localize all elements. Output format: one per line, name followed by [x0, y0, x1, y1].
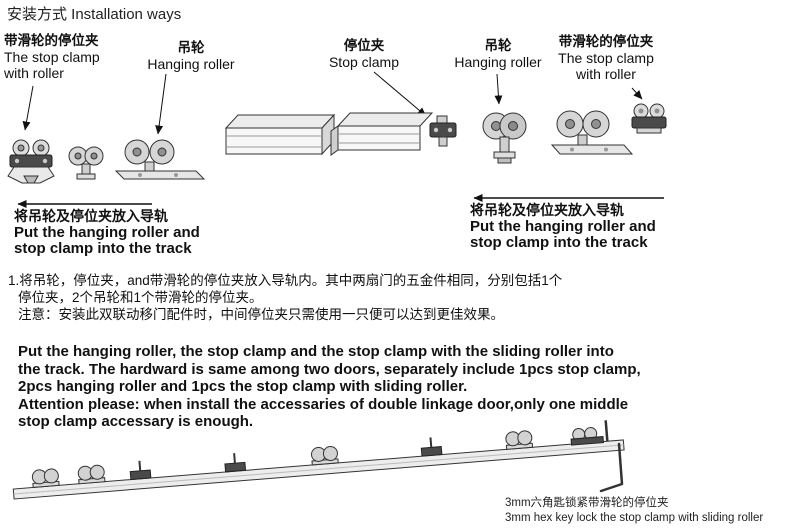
- instruction-left: 将吊轮及停位夹放入导轨 Put the hanging roller and s…: [14, 208, 200, 257]
- track-piece-right-icon: [330, 112, 434, 156]
- hanging-roller-plate-right-icon: [550, 110, 634, 155]
- instruction-right: 将吊轮及停位夹放入导轨 Put the hanging roller and s…: [470, 202, 656, 251]
- stop-clamp-with-roller-right-icon: [631, 103, 667, 134]
- callout-stop-clamp-with-roller-left: 带滑轮的停位夹 The stop clamp with roller: [4, 33, 100, 81]
- english-paragraph: Put the hanging roller, the stop clamp a…: [18, 343, 641, 431]
- callout-en: Stop clamp: [328, 54, 400, 70]
- chinese-paragraph-line: 注意：安装此双联动移门配件时，中间停位夹只需使用一只便可以达到更佳效果。: [18, 307, 504, 322]
- hex-key-label-zh: 3mm六角匙锁紧带滑轮的停位夹: [505, 497, 669, 509]
- instruction-zh: 将吊轮及停位夹放入导轨: [470, 202, 624, 218]
- chinese-paragraph: 1.将吊轮，停位夹，and带滑轮的停位夹放入导轨内。其中两扇门的五金件相同，分别…: [8, 272, 562, 323]
- track-clamp-2: [224, 453, 247, 473]
- callout-arrow-1: [22, 85, 34, 131]
- assembled-track-icon: [12, 420, 625, 500]
- callout-en: with roller: [576, 66, 636, 82]
- callout-arrow-4: [494, 73, 503, 105]
- callout-zh: 带滑轮的停位夹: [558, 34, 654, 49]
- page-title: 安装方式 Installation ways: [7, 6, 182, 23]
- callout-stop-clamp: 停位夹 Stop clamp: [318, 38, 410, 70]
- instruction-en: Put the hanging roller and: [470, 218, 656, 235]
- english-paragraph-line: Put the hanging roller, the stop clamp a…: [18, 343, 614, 360]
- track-roller-1: [31, 468, 60, 488]
- callout-en: with roller: [4, 65, 64, 81]
- chinese-paragraph-line: 停位夹，2个吊轮和1个带滑轮的停位夹。: [18, 290, 263, 305]
- track-roller-3: [310, 445, 339, 466]
- english-paragraph-line: Attention please: when install the acces…: [18, 395, 629, 413]
- callout-en: Hanging roller: [454, 54, 542, 70]
- hanging-roller-right-icon: [482, 112, 527, 164]
- callout-arrow-3: [373, 71, 427, 117]
- callout-en: Hanging roller: [147, 56, 235, 72]
- english-paragraph-line: 2pcs hanging roller and 1pcs the stop cl…: [18, 378, 468, 395]
- track-roller-4: [505, 430, 534, 450]
- callout-stop-clamp-with-roller-right: 带滑轮的停位夹 The stop clamp with roller: [550, 34, 662, 82]
- instruction-zh: 将吊轮及停位夹放入导轨: [14, 208, 168, 224]
- callout-hanging-roller-left: 吊轮 Hanging roller: [136, 40, 246, 72]
- english-paragraph-line: the track. The hardward is same among tw…: [18, 360, 641, 378]
- track-roller-2: [77, 464, 106, 485]
- hex-key-icon: [599, 442, 624, 493]
- callout-hanging-roller-right: 吊轮 Hanging roller: [446, 38, 550, 70]
- stop-clamp-icon: [429, 115, 457, 147]
- callout-zh: 带滑轮的停位夹: [4, 33, 99, 48]
- callout-arrow-2: [155, 73, 167, 135]
- hex-key-label-en: 3mm hex key lock the stop clamp with sli…: [505, 512, 764, 524]
- callout-en: The stop clamp: [4, 49, 100, 65]
- hanging-roller-plate-icon: [114, 139, 206, 180]
- track-piece-left-icon: [224, 113, 336, 156]
- track-end-stop: [570, 420, 609, 446]
- stop-clamp-with-roller-left-icon: [7, 139, 55, 184]
- callout-zh: 停位夹: [343, 38, 385, 53]
- track-clamp-3: [420, 437, 443, 457]
- hex-key-label: 3mm六角匙锁紧带滑轮的停位夹 3mm hex key lock the sto…: [505, 496, 763, 526]
- callout-arrow-5: [631, 87, 643, 100]
- instruction-en: stop clamp into the track: [14, 240, 192, 257]
- callout-en: The stop clamp: [558, 50, 654, 66]
- callout-zh: 吊轮: [177, 40, 205, 55]
- instruction-en: Put the hanging roller and: [14, 224, 200, 241]
- track-clamp-1: [129, 460, 152, 481]
- hanging-roller-small-icon: [68, 146, 104, 180]
- callout-zh: 吊轮: [484, 38, 512, 53]
- instruction-en: stop clamp into the track: [470, 234, 648, 251]
- chinese-paragraph-line: 1.将吊轮，停位夹，and带滑轮的停位夹放入导轨内。其中两扇门的五金件相同，分别…: [8, 273, 563, 288]
- english-paragraph-line: stop clamp accessary is enough.: [18, 413, 254, 430]
